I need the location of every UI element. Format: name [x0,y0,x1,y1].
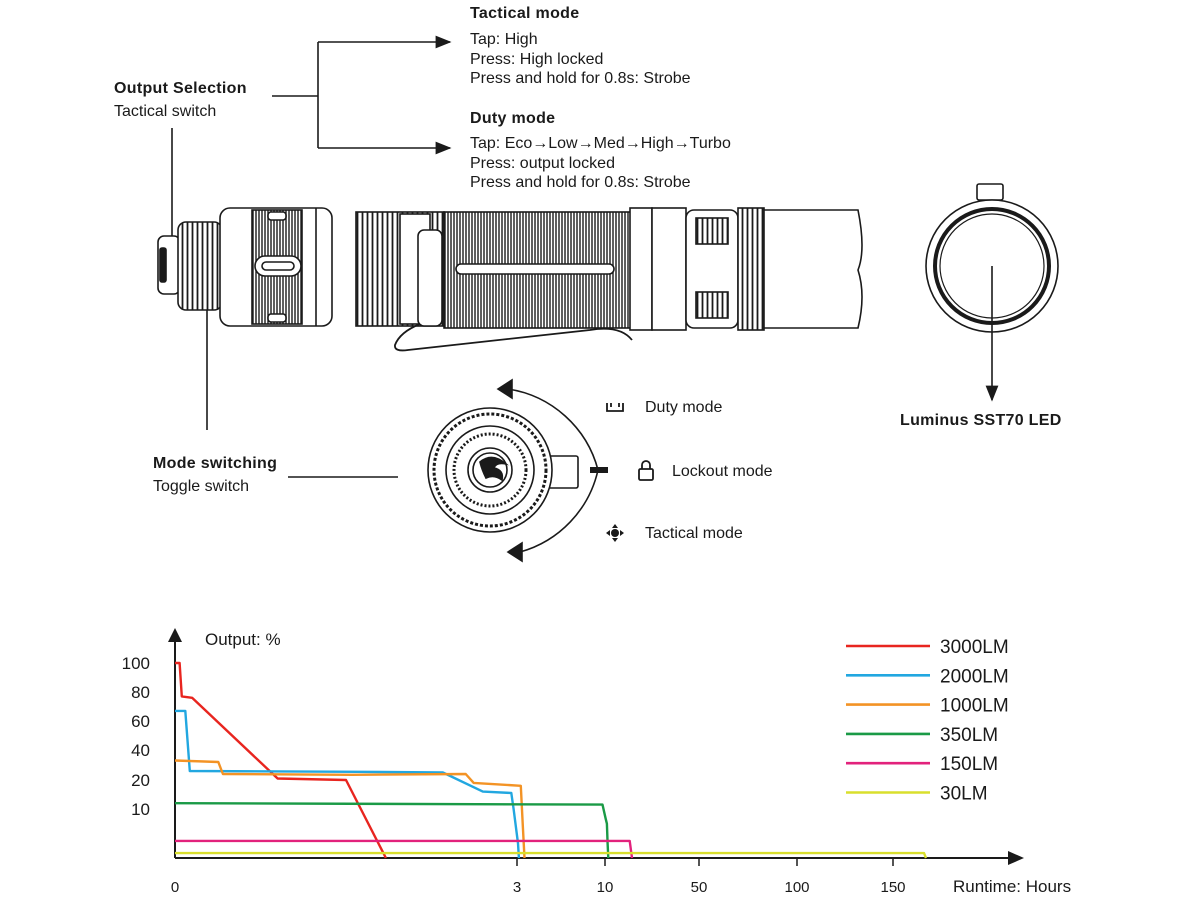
y-tick-label: 80 [131,683,150,702]
y-tick-label: 10 [131,800,150,819]
switch-end-view [427,378,608,563]
head [685,207,863,331]
tactical-line: Tap: High [470,31,538,48]
tactical-mode-label: Tactical mode [645,525,743,542]
series-line-350LM [174,802,610,859]
tactical-line: Press and hold for 0.8s: Strobe [470,70,691,87]
series-line-1000LM [174,759,526,859]
tail-cap [157,207,333,327]
chart-axes [168,628,1024,865]
y-tick-label: 40 [131,741,150,760]
x-tick-label: 10 [597,879,614,896]
x-axis-label: Runtime: Hours [953,877,1071,896]
x-tick-label: 150 [880,879,905,896]
series-line-30LM [175,851,928,859]
legend-label: 30LM [940,784,988,805]
duty-mode-title: Duty mode [470,110,556,127]
tactical-mode-icon [606,524,624,542]
x-tick-label: 100 [784,879,809,896]
series-line-2000LM [175,709,521,859]
led-front-view [925,183,1059,402]
duty-line: Tap: Eco→Low→Med→High→Turbo [470,135,731,152]
duty-line: Press: output locked [470,154,615,172]
tactical-mode-title: Tactical mode [470,5,580,22]
y-tick-label: 60 [131,712,150,731]
y-axis-label: Output: % [205,630,281,649]
x-tick-label: 3 [513,879,521,896]
mode-switching-title: Mode switching [153,455,278,472]
legend-label: 150LM [940,754,998,775]
duty-mode-icon [606,403,624,412]
legend-label: 3000LM [940,637,1009,658]
y-tick-label: 100 [122,654,150,673]
legend-label: 1000LM [940,696,1009,717]
lockout-mode-label: Lockout mode [672,463,773,480]
duty-mode-label: Duty mode [645,399,723,416]
duty-mode-description: Tap: Eco→Low→Med→High→Turbo Press: outpu… [470,134,731,193]
series-line-3000LM [175,661,387,859]
y-tick-label: 20 [131,771,150,790]
led-label: Luminus SST70 LED [900,412,1062,429]
legend-label: 350LM [940,725,998,746]
x-tick-label: 0 [171,879,179,896]
legend-label: 2000LM [940,666,1009,687]
output-selection-callout [171,35,452,478]
mode-switching-subtitle: Toggle switch [153,478,250,495]
flashlight-diagram [157,35,1059,563]
body-tube [355,207,687,352]
output-selection-title: Output Selection [114,80,247,97]
output-selection-subtitle: Tactical switch [114,103,217,120]
series-line-150LM [175,839,634,859]
tactical-mode-description: Tap: High Press: High locked Press and h… [470,30,691,89]
lock-icon [638,460,654,481]
x-tick-label: 50 [691,879,708,896]
tactical-line: Press: High locked [470,50,604,68]
duty-line: Press and hold for 0.8s: Strobe [470,174,691,191]
